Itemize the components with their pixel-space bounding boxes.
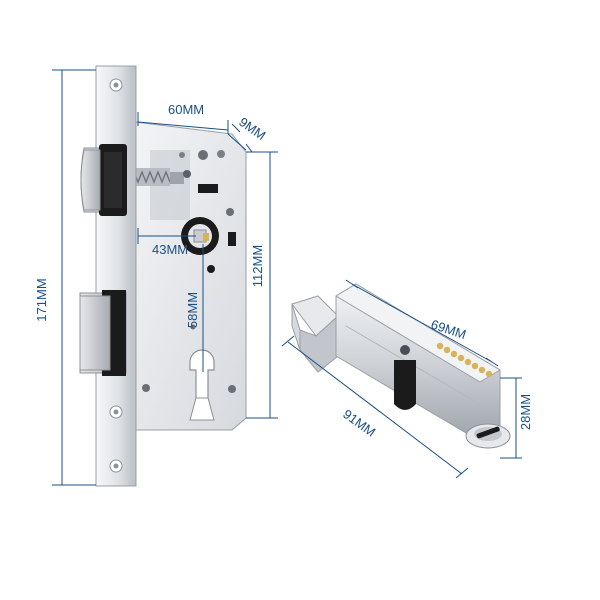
dimension-label-60mm: 60MM bbox=[168, 102, 204, 117]
dimension-label-171mm: 171MM bbox=[34, 278, 49, 321]
screw-icon bbox=[226, 208, 234, 216]
faceplate bbox=[95, 65, 137, 487]
latch-bolt bbox=[80, 144, 127, 216]
keyhole-icon bbox=[189, 349, 215, 421]
screw-icon bbox=[198, 150, 208, 160]
dimension-label-9mm: 9MM bbox=[236, 114, 268, 143]
pin-hole bbox=[207, 265, 215, 273]
dimension-label-58mm: 58MM bbox=[185, 292, 200, 328]
dimension-label-28mm: 28MM bbox=[518, 394, 533, 430]
lock-cylinder bbox=[291, 283, 511, 449]
thumb-turn-knob bbox=[291, 295, 339, 373]
screw-icon bbox=[228, 385, 236, 393]
slot-hole bbox=[198, 184, 218, 193]
mortise-lock bbox=[79, 65, 247, 487]
cam-icon bbox=[394, 345, 416, 410]
key-face-icon bbox=[465, 423, 511, 449]
faceplate-screw-hole bbox=[113, 82, 119, 88]
screw-icon bbox=[179, 152, 185, 158]
faceplate-screw-hole bbox=[113, 409, 119, 415]
dead-bolt bbox=[79, 290, 127, 376]
dimension-label-43mm: 43MM bbox=[152, 242, 188, 257]
screw-icon bbox=[217, 150, 225, 158]
pin-row-icon bbox=[436, 342, 493, 378]
screw-icon bbox=[142, 384, 150, 392]
dimension-lines bbox=[52, 69, 522, 486]
screw-icon bbox=[190, 324, 196, 330]
spring-icon bbox=[132, 168, 184, 186]
spindle-hub-icon bbox=[181, 217, 219, 255]
pin-hole bbox=[183, 170, 191, 178]
dimension-label-91mm: 91MM bbox=[340, 406, 378, 439]
faceplate-screw-hole bbox=[113, 463, 119, 469]
slot-hole bbox=[228, 232, 236, 246]
dimension-label-112mm: 112MM bbox=[250, 245, 265, 287]
